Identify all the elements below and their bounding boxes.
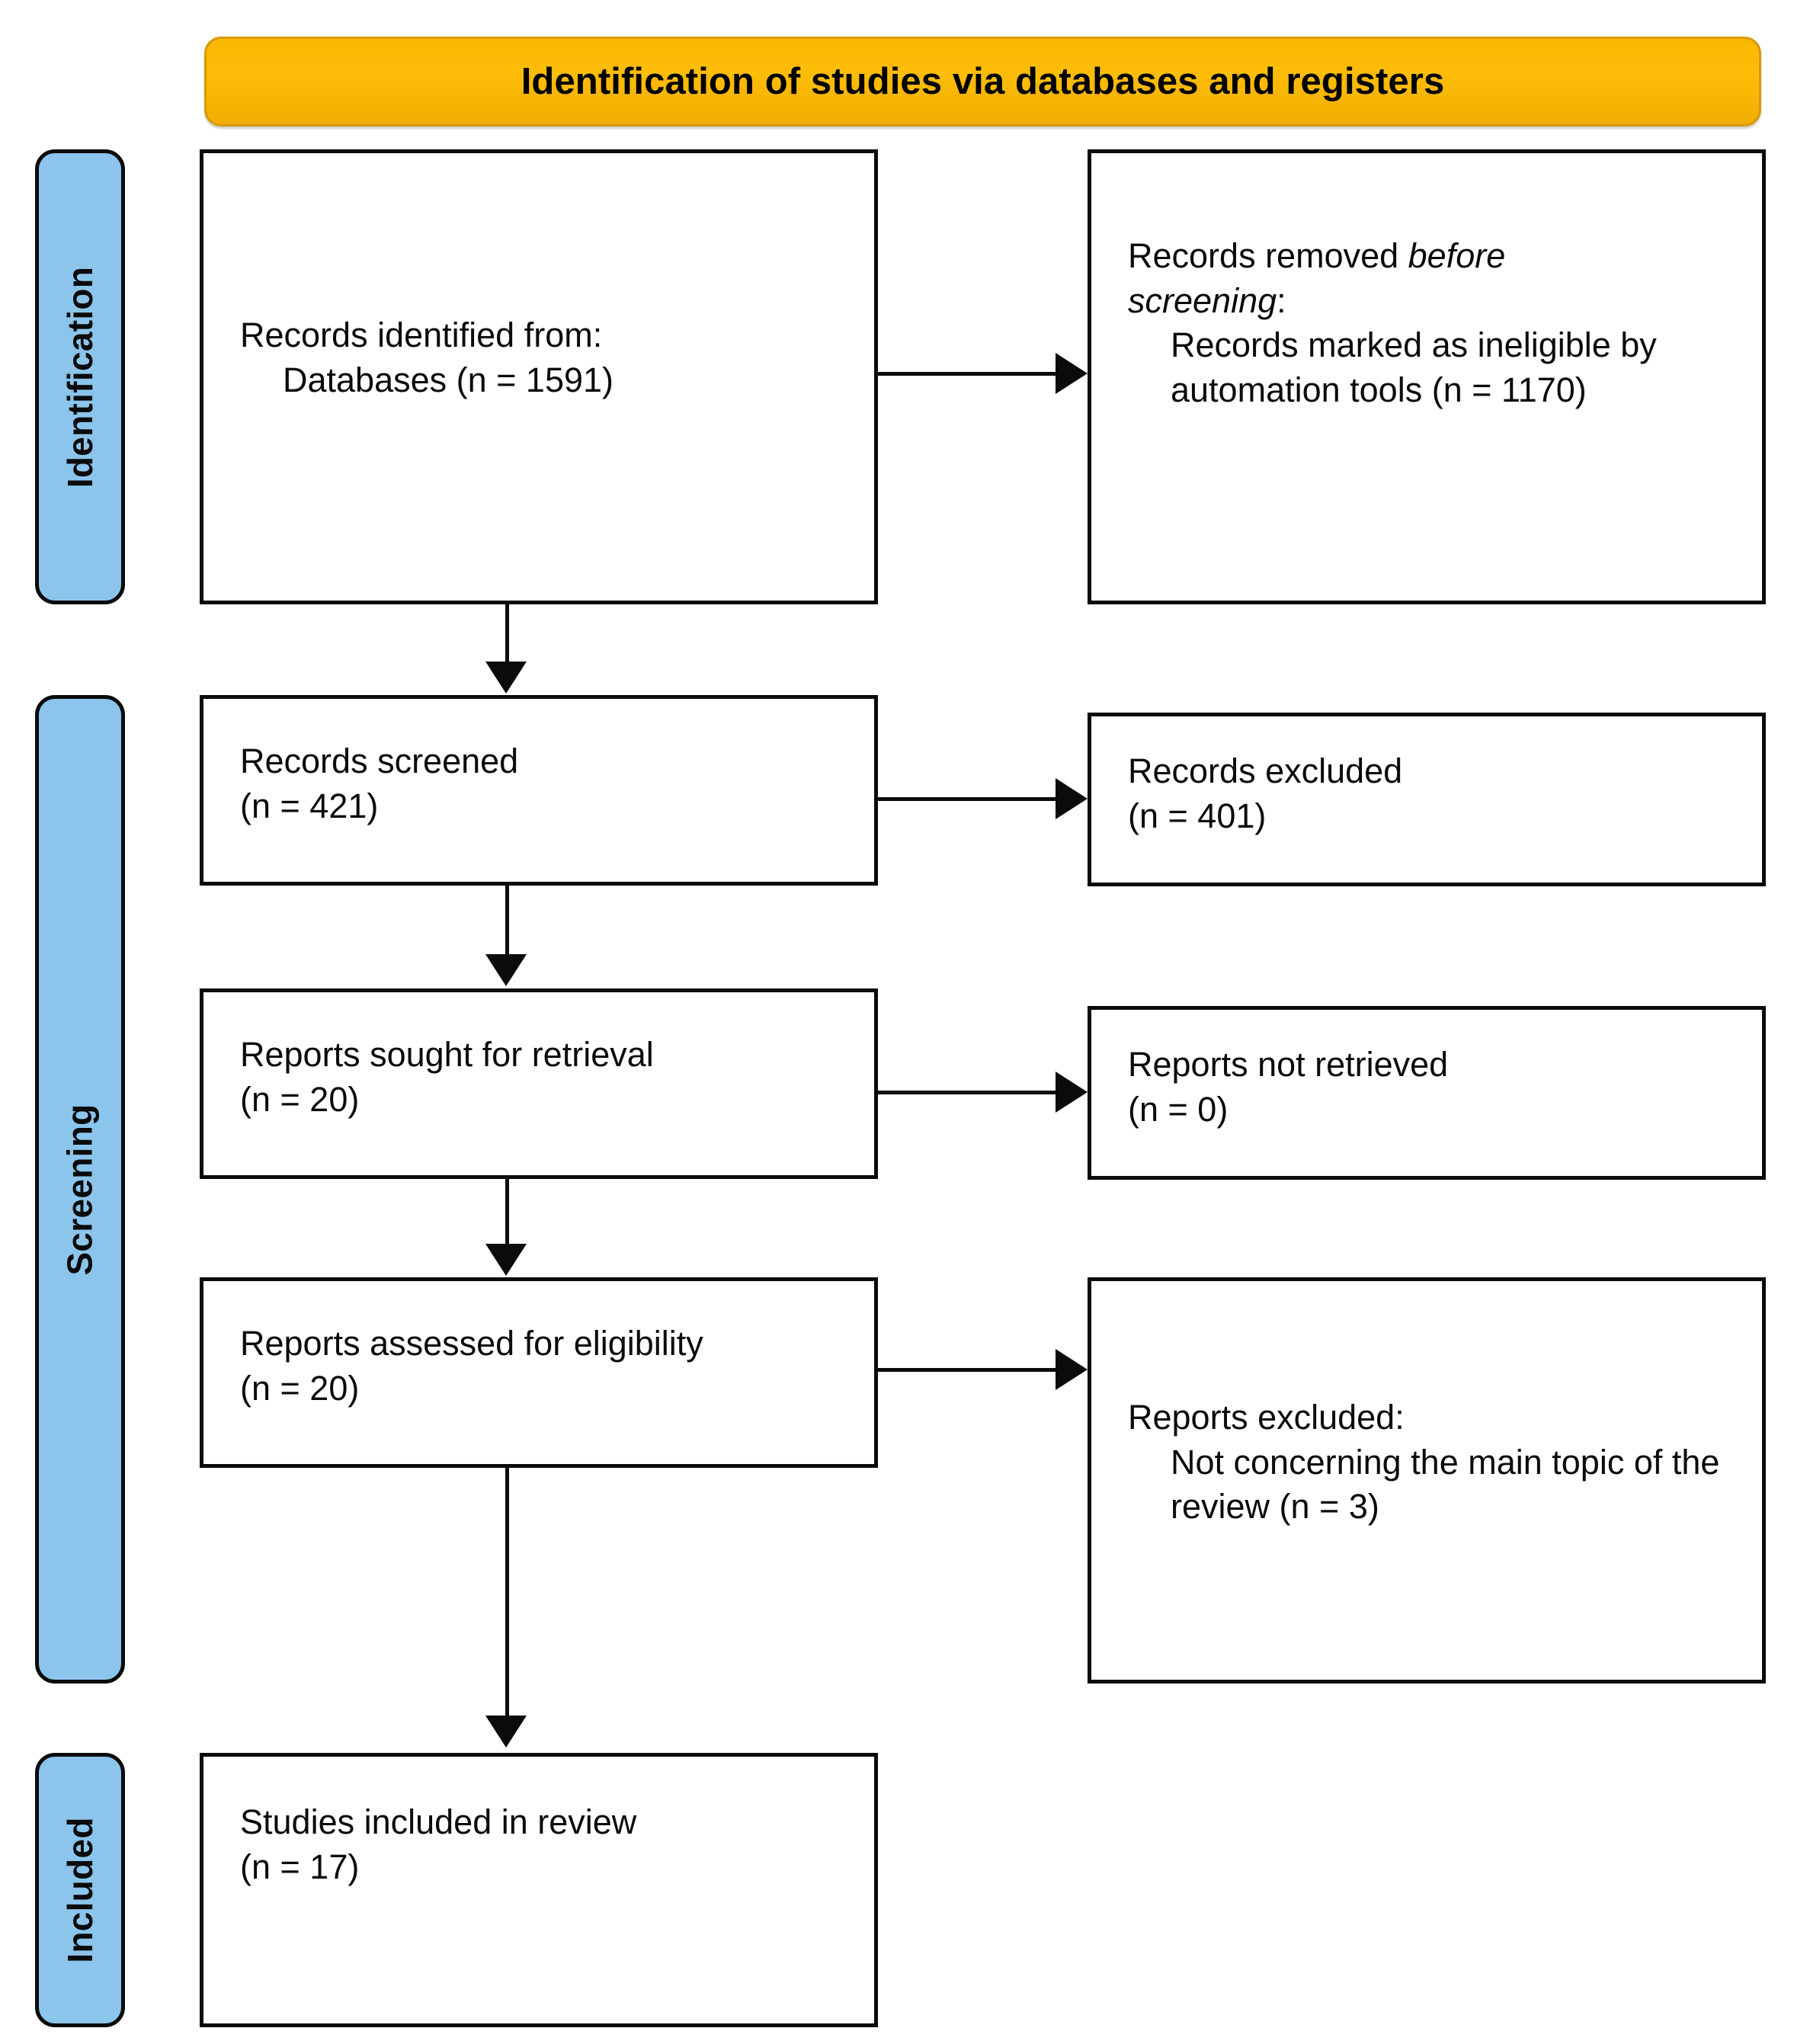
connector-identified-to-screened-arrow	[485, 662, 527, 694]
box-reports-assessed-for-eligibility: Reports assessed for eligibility (n = 20…	[200, 1277, 878, 1468]
connector-identified-to-screened-line	[505, 604, 509, 665]
box-reports-sought-text: Reports sought for retrieval (n = 20)	[240, 1033, 854, 1122]
box-records-removed-line3: Records marked as ineligible by automati…	[1171, 325, 1657, 409]
box-reports-excluded-text: Reports excluded: Not concerning the mai…	[1128, 1395, 1742, 1530]
phase-tab-screening: Screening	[35, 695, 125, 1684]
box-reports-sought-line1: Reports sought for retrieval	[240, 1035, 654, 1074]
box-records-excluded: Records excluded (n = 401)	[1088, 713, 1766, 886]
box-records-identified-line1: Records identified from:	[240, 316, 603, 354]
box-records-removed-line1: Records removed before	[1128, 234, 1742, 279]
box-reports-assessed-line2: (n = 20)	[240, 1368, 360, 1408]
box-studies-included-text: Studies included in review (n = 17)	[240, 1800, 854, 1889]
box-records-screened-line2: (n = 421)	[240, 786, 379, 825]
box-reports-not-retrieved: Reports not retrieved (n = 0)	[1088, 1006, 1766, 1180]
box-reports-sought-for-retrieval: Reports sought for retrieval (n = 20)	[200, 988, 878, 1179]
box-reports-not-retrieved-line1: Reports not retrieved	[1128, 1045, 1449, 1084]
box-records-excluded-line1: Records excluded	[1128, 751, 1403, 790]
box-records-removed-line2-emphasis: screening	[1128, 280, 1277, 320]
connector-identified-to-removed-arrow	[1056, 353, 1088, 394]
phase-tab-included-label: Included	[60, 1817, 100, 1963]
phase-tab-identification: Identification	[35, 149, 125, 604]
box-records-excluded-line2: (n = 401)	[1128, 796, 1267, 835]
connector-assessed-to-included-line	[505, 1468, 509, 1719]
phase-tab-screening-label: Screening	[60, 1103, 101, 1276]
phase-tab-identification-label: Identification	[60, 266, 101, 488]
connector-screened-to-sought-line	[505, 886, 509, 958]
box-records-identified: Records identified from: Databases (n = …	[200, 149, 878, 604]
box-records-removed-line2-suffix: :	[1277, 280, 1286, 320]
box-records-identified-line2: Databases (n = 1591)	[283, 360, 614, 399]
connector-assessed-to-reports-excluded-line	[878, 1368, 1057, 1372]
box-records-removed-text: Records removed before screening: Record…	[1128, 234, 1742, 412]
box-records-removed-line1-emphasis: before	[1408, 236, 1506, 275]
box-reports-not-retrieved-line2: (n = 0)	[1128, 1089, 1229, 1129]
diagram-header-banner: Identification of studies via databases …	[204, 37, 1761, 127]
box-records-screened-line1: Records screened	[240, 742, 519, 780]
box-reports-excluded-line2: Not concerning the main topic of the rev…	[1171, 1442, 1720, 1527]
box-reports-assessed-line1: Reports assessed for eligibility	[240, 1324, 703, 1363]
connector-sought-to-not-retrieved-arrow	[1056, 1072, 1088, 1113]
connector-sought-to-not-retrieved-line	[878, 1091, 1057, 1094]
box-records-excluded-text: Records excluded (n = 401)	[1128, 749, 1742, 838]
box-reports-assessed-text: Reports assessed for eligibility (n = 20…	[240, 1322, 854, 1411]
connector-sought-to-assessed-arrow	[485, 1244, 527, 1276]
connector-screened-to-excluded-arrow	[1056, 778, 1088, 819]
box-reports-sought-line2: (n = 20)	[240, 1079, 360, 1119]
box-records-screened: Records screened (n = 421)	[200, 695, 878, 886]
box-reports-not-retrieved-text: Reports not retrieved (n = 0)	[1128, 1043, 1742, 1132]
connector-assessed-to-included-arrow	[485, 1716, 527, 1748]
connector-identified-to-removed-line	[878, 372, 1057, 376]
box-studies-included-line2: (n = 17)	[240, 1847, 360, 1886]
box-records-screened-text: Records screened (n = 421)	[240, 739, 854, 828]
connector-sought-to-assessed-line	[505, 1179, 509, 1248]
box-reports-excluded: Reports excluded: Not concerning the mai…	[1088, 1277, 1766, 1684]
box-records-removed-line2: screening:	[1128, 279, 1742, 324]
box-studies-included-in-review: Studies included in review (n = 17)	[200, 1753, 878, 2027]
connector-screened-to-excluded-line	[878, 797, 1057, 801]
box-reports-excluded-line1: Reports excluded:	[1128, 1398, 1405, 1437]
connector-assessed-to-reports-excluded-arrow	[1056, 1349, 1088, 1390]
box-records-identified-text: Records identified from: Databases (n = …	[240, 313, 854, 402]
box-records-removed-before-screening: Records removed before screening: Record…	[1088, 149, 1766, 604]
box-studies-included-line1: Studies included in review	[240, 1802, 637, 1841]
connector-screened-to-sought-arrow	[485, 954, 527, 986]
phase-tab-included: Included	[35, 1753, 125, 2027]
box-records-removed-line1-prefix: Records removed	[1128, 236, 1408, 275]
diagram-header-title: Identification of studies via databases …	[521, 61, 1445, 102]
